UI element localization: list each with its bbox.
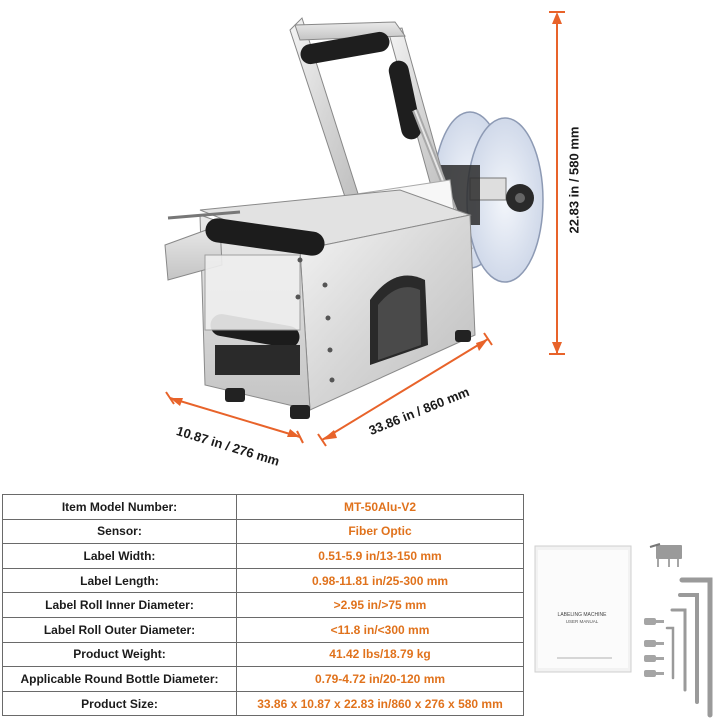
spec-value: >2.95 in/>75 mm <box>236 592 524 618</box>
product-illustration: 22.83 in / 580 mm 33.86 in / 860 mm 10.8… <box>164 11 582 469</box>
spec-value: 0.51-5.9 in/13-150 mm <box>236 543 524 569</box>
spec-label: Label Width: <box>2 543 237 569</box>
spec-label: Item Model Number: <box>2 494 237 520</box>
spec-label: Applicable Round Bottle Diameter: <box>2 666 237 692</box>
drive-roller <box>205 218 325 256</box>
manual-subtitle: USER MANUAL <box>566 619 599 624</box>
table-row: Sensor: Fiber Optic <box>2 518 524 545</box>
spec-value: Fiber Optic <box>236 518 524 545</box>
spec-value: 41.42 lbs/18.79 kg <box>236 641 524 668</box>
accessories-illustration: LABELING MACHINE USER MANUAL <box>532 540 715 720</box>
table-row: Label Roll Outer Diameter: <11.8 in/<300… <box>2 616 524 643</box>
table-row: Item Model Number: MT-50Alu-V2 <box>2 494 524 520</box>
spec-value: MT-50Alu-V2 <box>236 494 524 520</box>
table-row: Applicable Round Bottle Diameter: 0.79-4… <box>2 666 524 692</box>
table-row: Product Size: 33.86 x 10.87 x 22.83 in/8… <box>2 690 524 717</box>
spec-label: Label Length: <box>2 567 237 594</box>
top-roller-2 <box>388 60 422 140</box>
foot <box>290 405 310 419</box>
adjustment-rod <box>167 210 241 220</box>
spec-label: Product Weight: <box>2 641 237 668</box>
micro-switch <box>649 543 682 567</box>
allen-keys <box>665 577 713 718</box>
screws <box>295 257 335 383</box>
spec-label: Product Size: <box>2 690 237 717</box>
spec-value: 0.79-4.72 in/20-120 mm <box>236 666 524 692</box>
specification-table: Item Model Number: MT-50Alu-V2 Sensor: F… <box>2 494 524 717</box>
spare-screws <box>644 618 664 677</box>
top-roller <box>300 31 390 65</box>
spec-label: Label Roll Outer Diameter: <box>2 616 237 643</box>
manual-title: LABELING MACHINE <box>558 612 608 618</box>
dimension-lines <box>165 11 565 447</box>
labeling-machine-drawing <box>164 11 565 447</box>
foot <box>225 388 245 402</box>
table-row: Label Width: 0.51-5.9 in/13-150 mm <box>2 543 524 569</box>
table-row: Label Roll Inner Diameter: >2.95 in/>75 … <box>2 592 524 618</box>
foot <box>455 330 471 342</box>
spec-label: Label Roll Inner Diameter: <box>2 592 237 618</box>
spec-value: <11.8 in/<300 mm <box>236 616 524 643</box>
spec-value: 33.86 x 10.87 x 22.83 in/860 x 276 x 580… <box>236 690 524 717</box>
table-row: Label Length: 0.98-11.81 in/25-300 mm <box>2 567 524 594</box>
spec-value: 0.98-11.81 in/25-300 mm <box>236 567 524 594</box>
height-dimension-label: 22.83 in / 580 mm <box>566 126 582 234</box>
spec-label: Sensor: <box>2 518 237 545</box>
table-row: Product Weight: 41.42 lbs/18.79 kg <box>2 641 524 668</box>
